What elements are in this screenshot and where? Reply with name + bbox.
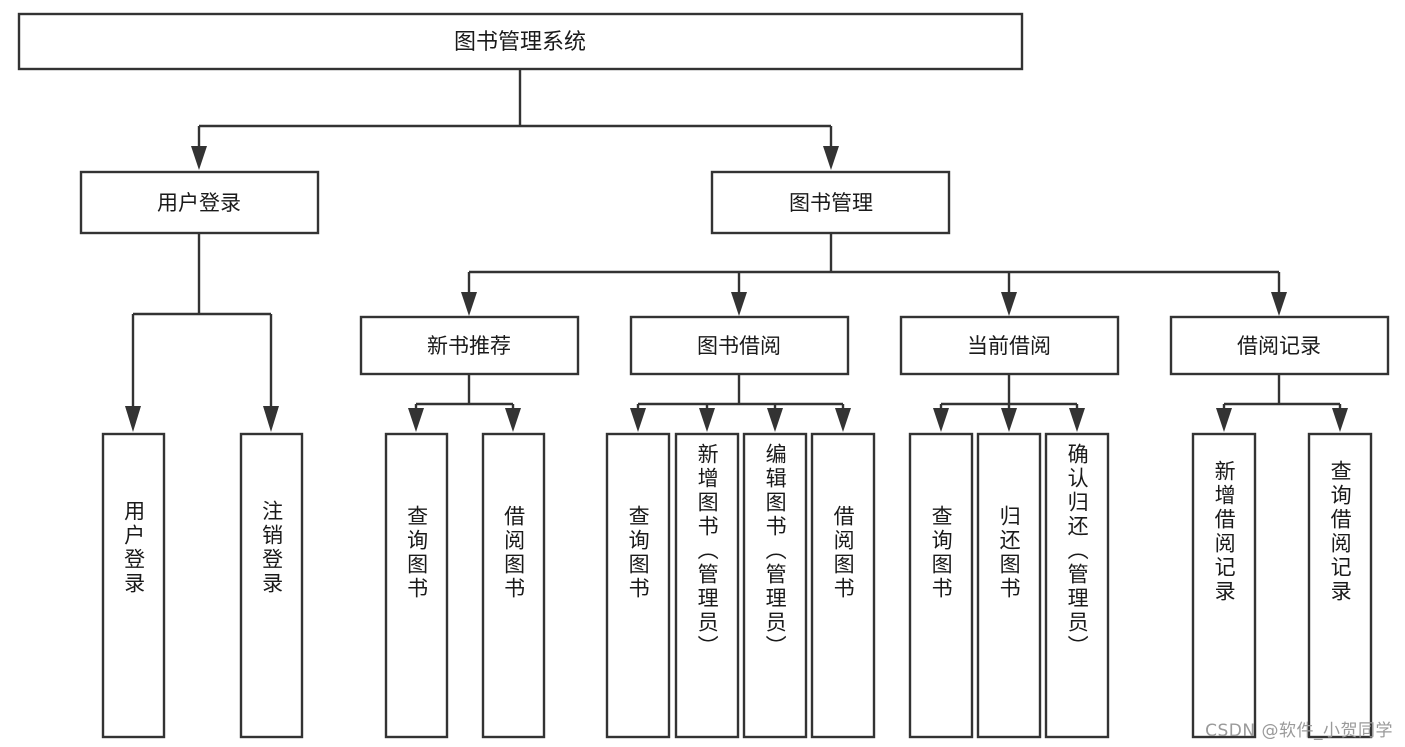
arrow-head-leaf-book-borrow-4 [835, 408, 851, 432]
arrow-head-leaf-current-borrow-2 [1001, 408, 1017, 432]
node-user-login-box[interactable] [79, 170, 320, 235]
arrow-head-book-manage [823, 146, 839, 170]
leaf-box-current-borrow-2[interactable] [976, 432, 1042, 739]
leaf-box-group [101, 432, 1373, 739]
node-book-manage[interactable]: 图书管理 [710, 170, 951, 235]
watermark-text: CSDN @软件_小贺同学 [1205, 721, 1393, 741]
arrow-head-leaf-new-book-1 [408, 408, 424, 432]
leaf-box-user-login-2[interactable] [239, 432, 304, 739]
arrow-head-leaf-borrow-record-2 [1332, 408, 1348, 432]
node-current-borrow-label: 当前借阅 [967, 334, 1051, 358]
node-current-borrow[interactable]: 当前借阅 [899, 315, 1120, 376]
leaf-box-current-borrow-3[interactable] [1044, 432, 1110, 739]
leaf-box-new-book-2[interactable] [481, 432, 546, 739]
node-new-book-recommend[interactable]: 新书推荐 [359, 315, 580, 376]
node-root-box[interactable] [17, 12, 1024, 71]
node-book-borrow-label: 图书借阅 [697, 334, 781, 358]
arrow-head-leaf-book-borrow-3 [767, 408, 783, 432]
arrow-head-leaf-borrow-record-1 [1216, 408, 1232, 432]
leaf-box-book-borrow-1[interactable] [605, 432, 671, 739]
node-root-label: 图书管理系统 [454, 30, 586, 55]
node-book-manage-box[interactable] [710, 170, 951, 235]
leaf-box-book-borrow-2[interactable] [674, 432, 740, 739]
node-book-borrow[interactable]: 图书借阅 [629, 315, 850, 376]
node-user-login-label: 用户登录 [157, 191, 241, 215]
arrow-head-leaf-book-borrow-2 [699, 408, 715, 432]
node-new-book-recommend-box[interactable] [359, 315, 580, 376]
node-new-book-recommend-label: 新书推荐 [427, 334, 511, 358]
leaf-box-book-borrow-3[interactable] [742, 432, 808, 739]
arrow-head-leaf-new-book-2 [505, 408, 521, 432]
arrow-head-leaf-book-borrow-1 [630, 408, 646, 432]
leaf-box-user-login-1[interactable] [101, 432, 166, 739]
arrow-head-leaf-user-login-2 [263, 406, 279, 432]
leaf-box-new-book-1[interactable] [384, 432, 449, 739]
node-borrow-record-label: 借阅记录 [1237, 334, 1321, 358]
arrow-head-borrow-record [1271, 292, 1287, 316]
leaf-box-borrow-record-2[interactable] [1307, 432, 1373, 739]
node-borrow-record[interactable]: 借阅记录 [1169, 315, 1390, 376]
arrow-head-book-borrow [731, 292, 747, 316]
arrow-head-leaf-user-login-1 [125, 406, 141, 432]
arrow-head-user-login [191, 146, 207, 170]
node-current-borrow-box[interactable] [899, 315, 1120, 376]
leaf-box-book-borrow-4[interactable] [810, 432, 876, 739]
node-root[interactable]: 图书管理系统 [17, 12, 1024, 71]
arrow-head-new-book [461, 292, 477, 316]
node-user-login[interactable]: 用户登录 [79, 170, 320, 235]
node-borrow-record-box[interactable] [1169, 315, 1390, 376]
arrow-head-current-borrow [1001, 292, 1017, 316]
leaf-box-current-borrow-1[interactable] [908, 432, 974, 739]
node-book-borrow-box[interactable] [629, 315, 850, 376]
connector-group [125, 69, 1348, 432]
arrow-head-leaf-current-borrow-1 [933, 408, 949, 432]
arrow-head-leaf-current-borrow-3 [1069, 408, 1085, 432]
node-book-manage-label: 图书管理 [789, 191, 873, 215]
leaf-box-borrow-record-1[interactable] [1191, 432, 1257, 739]
